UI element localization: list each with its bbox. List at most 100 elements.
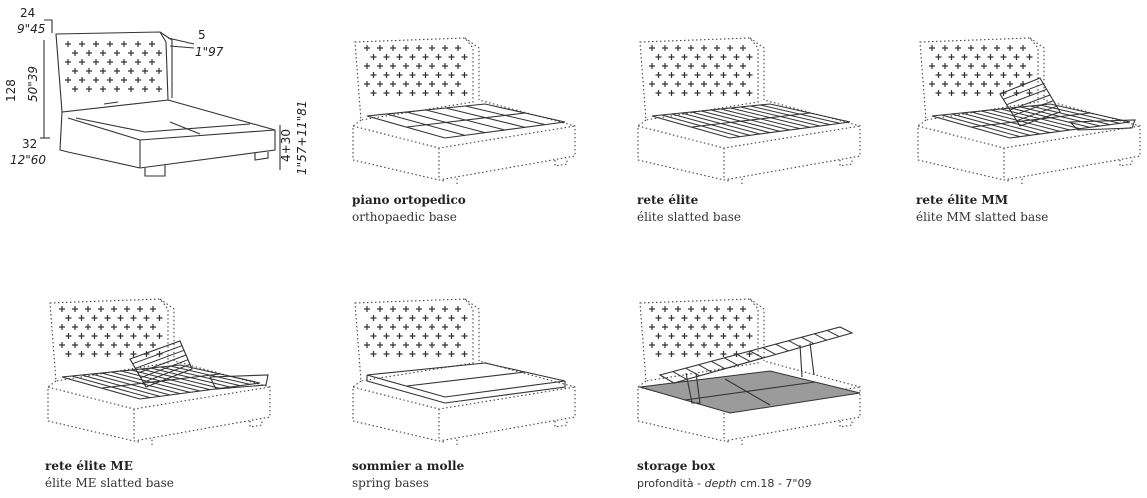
tuft-mark <box>130 351 137 357</box>
slat <box>736 353 751 363</box>
tuft-mark <box>961 72 968 78</box>
tuft-mark <box>78 351 85 357</box>
tuft-mark <box>448 54 455 60</box>
bed-figure-elite <box>630 34 870 184</box>
tuft-mark <box>655 90 662 96</box>
frame-outline <box>637 99 861 181</box>
tuft-mark <box>93 41 99 47</box>
tuft-mark <box>733 333 740 339</box>
tufting-pattern <box>59 306 163 357</box>
tufting-pattern <box>364 306 468 357</box>
tuft-mark <box>403 342 409 348</box>
tuft-mark <box>114 50 120 56</box>
tuft-mark <box>377 342 383 348</box>
tuft-mark <box>85 306 91 312</box>
tuft-mark <box>675 342 681 348</box>
tuft-mark <box>403 81 409 87</box>
tuft-mark <box>124 342 130 348</box>
tuft-mark <box>714 342 720 348</box>
tuft-mark <box>396 351 403 357</box>
tuft-mark <box>675 306 681 312</box>
bed-feet <box>727 158 853 184</box>
tuft-mark <box>701 342 707 348</box>
tuft-mark <box>65 315 72 321</box>
tuft-mark <box>104 351 111 357</box>
tufting-pattern <box>65 41 162 92</box>
storage-divider <box>684 378 816 406</box>
tuft-mark <box>694 72 701 78</box>
tuft-mark <box>974 90 981 96</box>
tuft-mark <box>688 342 694 348</box>
tuft-mark <box>429 342 435 348</box>
tuft-mark <box>377 324 383 330</box>
tuft-mark <box>107 59 113 65</box>
tuft-mark <box>448 351 455 357</box>
slat <box>814 333 827 341</box>
headboard-outline <box>354 37 474 121</box>
tuft-mark <box>377 45 383 51</box>
tuft-mark <box>121 41 127 47</box>
slat <box>137 354 187 374</box>
dim-wing-depth-in: 1"97 <box>195 45 224 59</box>
tuft-mark <box>65 77 71 83</box>
tuft-mark <box>86 50 92 56</box>
tuft-mark <box>974 54 981 60</box>
tuft-mark <box>461 54 468 60</box>
tuft-mark <box>156 68 162 74</box>
tuft-mark <box>987 54 994 60</box>
tuft-mark <box>727 324 733 330</box>
tuft-mark <box>429 324 435 330</box>
slat-divider <box>971 112 1091 128</box>
tuft-mark <box>733 315 740 321</box>
bed-figure-elite-me <box>40 295 280 445</box>
depth-prefix: profondità <box>637 477 694 490</box>
tuft-mark <box>746 315 753 321</box>
tuft-mark <box>383 351 390 357</box>
tuft-mark <box>714 324 720 330</box>
tuft-mark <box>727 306 733 312</box>
tuft-mark <box>364 81 370 87</box>
tuft-mark <box>701 45 707 51</box>
tuft-mark <box>662 324 668 330</box>
tuft-mark <box>929 63 935 69</box>
tuft-mark <box>461 72 468 78</box>
tuft-mark <box>681 72 688 78</box>
tuft-mark <box>694 315 701 321</box>
tuft-mark <box>435 72 442 78</box>
tuft-mark <box>100 86 106 92</box>
tuft-mark <box>128 86 134 92</box>
caption-it: sommier a molle <box>352 459 465 473</box>
tuft-mark <box>107 77 113 83</box>
tuft-mark <box>707 90 714 96</box>
headboard-outline <box>354 298 474 382</box>
tuft-mark <box>746 90 753 96</box>
tuft-mark <box>668 90 675 96</box>
tuft-mark <box>377 63 383 69</box>
tuft-mark <box>1013 72 1020 78</box>
tuft-mark <box>364 63 370 69</box>
tuft-mark <box>390 342 396 348</box>
tuft-mark <box>701 306 707 312</box>
tuft-mark <box>111 306 117 312</box>
tuft-mark <box>416 324 422 330</box>
tuft-mark <box>714 81 720 87</box>
tuft-mark <box>707 333 714 339</box>
slat <box>1013 100 1054 116</box>
tuft-mark <box>114 86 120 92</box>
tuft-mark <box>383 54 390 60</box>
tuft-mark <box>1007 81 1013 87</box>
tuft-mark <box>681 315 688 321</box>
tuft-mark <box>994 81 1000 87</box>
tuft-mark <box>694 333 701 339</box>
tuft-mark <box>117 315 124 321</box>
slat <box>672 371 687 380</box>
dim-height-cm: 128 <box>4 79 18 102</box>
tuft-mark <box>72 324 78 330</box>
tuft-mark <box>942 81 948 87</box>
tuft-mark <box>649 45 655 51</box>
tuft-mark <box>727 342 733 348</box>
slat <box>135 349 185 369</box>
tuft-mark <box>416 342 422 348</box>
tuft-mark <box>649 342 655 348</box>
headboard-wing <box>159 298 175 361</box>
